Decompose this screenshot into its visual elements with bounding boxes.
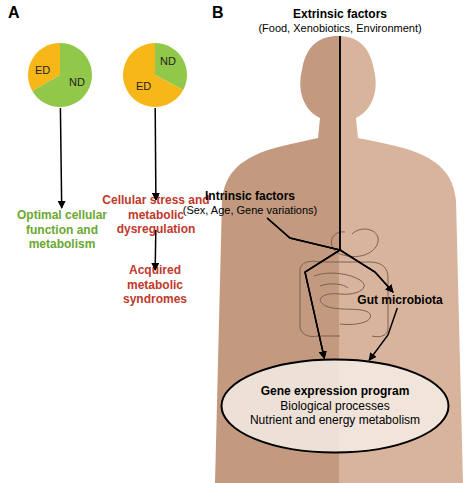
pie-slice [123, 43, 183, 107]
flow-arrow [267, 218, 340, 358]
human-silhouette [215, 36, 463, 483]
node-text: Gene expression program [261, 384, 410, 398]
factor-label: Gut microbiota [352, 292, 448, 308]
node-text: Intrinsic factors [205, 189, 295, 203]
outcome-text: Optimal cellular function and metabolism [8, 208, 116, 252]
node-text: (Sex, Age, Gene variations) [183, 204, 318, 217]
slice-label: ND [69, 76, 85, 88]
slice-label: ED [136, 80, 151, 92]
pie-chart: ED ND [27, 42, 93, 108]
process-ellipse: Gene expression programBiological proces… [220, 358, 450, 454]
node-text: Optimal cellular function and metabolism [8, 208, 116, 251]
node-text: Nutrient and energy metabolism [250, 413, 420, 427]
flow-arrow [305, 36, 340, 358]
flow-arrow [340, 36, 393, 292]
node-text: (Food, Xenobiotics, Environment) [258, 22, 421, 35]
panel-letter: A [8, 4, 20, 22]
pie-shape [122, 42, 188, 108]
outcome-text: Acquired metabolic syndromes [103, 270, 207, 300]
flow-arrow [154, 230, 156, 270]
pie-slice [32, 43, 92, 107]
flow-arrow [369, 308, 397, 360]
factor-label: Extrinsic factors(Food, Xenobiotics, Env… [255, 6, 425, 36]
intestine-drawing [300, 229, 388, 337]
factor-label: Intrinsic factors(Sex, Age, Gene variati… [180, 188, 320, 218]
pie-chart: ND ED [122, 42, 188, 108]
slice-label: ED [35, 64, 50, 76]
flow-arrow [267, 218, 393, 292]
node-text: Gut microbiota [357, 293, 442, 307]
flow-arrow [154, 108, 156, 200]
slice-label: ND [160, 55, 176, 67]
node-text: Extrinsic factors [293, 7, 387, 21]
node-text: Biological processes [280, 399, 389, 413]
ellipse-shape [222, 360, 449, 453]
flow-arrow [60, 108, 61, 208]
panel-letter: B [212, 4, 224, 22]
